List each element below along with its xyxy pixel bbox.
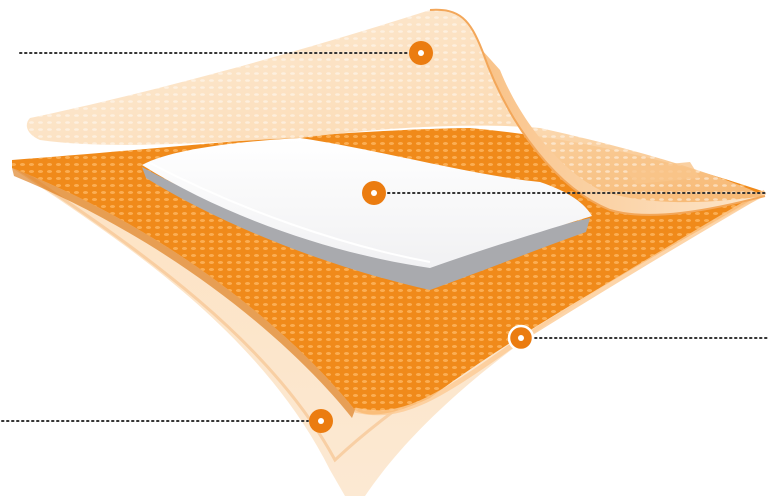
- callout-marker-backing-layer[interactable]: [309, 409, 333, 433]
- callout-marker-adhesive-layer[interactable]: [509, 326, 533, 350]
- callout-marker-top-film[interactable]: [409, 41, 433, 65]
- callout-marker-absorbent-pad[interactable]: [362, 181, 386, 205]
